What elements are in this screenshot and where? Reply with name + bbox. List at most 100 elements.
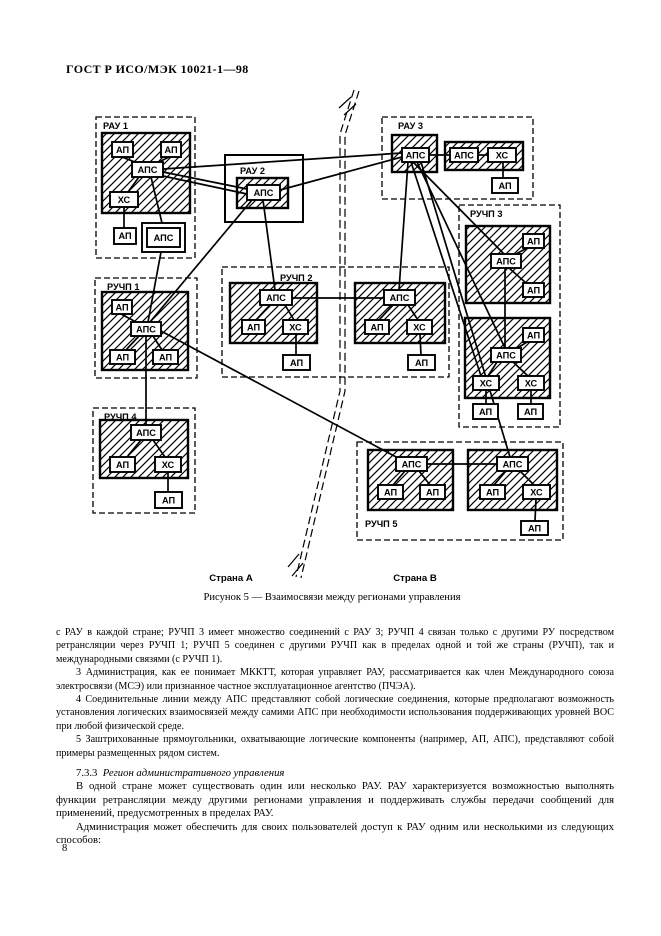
region-label-ruchp5: РУЧП 5 (365, 519, 397, 529)
connection-line (162, 175, 248, 195)
node-label: АПС (136, 428, 156, 438)
region-label-ruchp1: РУЧП 1 (107, 282, 139, 292)
connection-line (255, 304, 271, 321)
node-aps (246, 184, 281, 201)
node-label: ХС (118, 195, 131, 205)
node-aps (401, 147, 430, 163)
region-box-ruchp2 (221, 266, 450, 378)
country-label-a: Страна А (209, 573, 253, 584)
node-label: ХС (496, 151, 509, 161)
node-ap (282, 354, 311, 371)
region-label-ruchp3: РУЧП 3 (470, 209, 502, 219)
connection-line (279, 156, 403, 191)
node-label: АП (528, 524, 541, 534)
node-label: АП (116, 353, 129, 363)
doc-header: ГОСТ Р ИСО/МЭК 10021-1—98 (66, 62, 249, 76)
node-label: АПС (402, 460, 422, 470)
node-aps (395, 456, 428, 472)
section-heading: 7.3.3 Регион административного управлени… (56, 767, 614, 780)
connection-line (512, 361, 529, 377)
node-label: АП (486, 488, 499, 498)
node-ap (522, 327, 545, 343)
node-ap (109, 349, 136, 365)
section-number: 7.3.3 (76, 767, 98, 780)
connection-line (412, 161, 505, 255)
node-label: АП (415, 358, 428, 368)
node-ap (522, 282, 545, 298)
node-label: АП (524, 407, 537, 417)
country-border-line (295, 89, 355, 578)
figure-caption: Рисунок 5 — Взаимосвязи между регионами … (204, 592, 461, 603)
paragraph-1: В одной стране может существовать один и… (56, 780, 614, 820)
connection-line (534, 498, 537, 522)
connection-line (410, 161, 482, 377)
node-label: ХС (480, 379, 493, 389)
node-aps (496, 456, 529, 472)
connection-line (147, 251, 162, 323)
connection-line (398, 161, 409, 291)
node-ap (109, 456, 136, 473)
node-aps (130, 321, 162, 337)
paragraph-continuation: с РАУ в каждой стране; РУЧП 3 имеет множ… (56, 627, 614, 665)
connection-line (416, 161, 506, 349)
node-ap (479, 484, 506, 500)
node-label: АПС (503, 460, 523, 470)
note-4: 4 Соединительные линии между АПС предста… (56, 694, 614, 732)
connection-line (487, 361, 498, 377)
country-label-b: Страна В (393, 573, 437, 584)
node-xs (517, 375, 545, 391)
node-label: АП (370, 323, 383, 333)
node-ap (491, 177, 519, 194)
connection-line (127, 176, 140, 193)
node-label: АПС (254, 188, 274, 198)
connection-line (418, 470, 431, 486)
connection-line (150, 176, 163, 224)
node-xs (282, 319, 309, 335)
node-label: ХС (162, 460, 175, 470)
connection-line (120, 313, 137, 323)
node-label: АПС (136, 325, 156, 335)
node-label: АП (479, 407, 492, 417)
region-box-ruchp3 (458, 204, 561, 428)
connection-line (126, 439, 142, 458)
region-label-rau1: РАУ 1 (103, 121, 128, 131)
node-aps (449, 147, 479, 163)
region-label-ruchp2: РУЧП 2 (280, 273, 312, 283)
border-break-mark (338, 96, 357, 116)
region-box-ruchp5 (356, 441, 564, 541)
border-break-mark (287, 553, 304, 577)
node-label: АПС (496, 351, 516, 361)
node-label: АП (527, 286, 540, 296)
paragraph-2: Администрация может обеспечить для своих… (56, 820, 614, 847)
connection-line (519, 470, 535, 486)
region-box-ruchp4 (92, 407, 196, 514)
node-ap (517, 403, 544, 420)
node-label: АПС (496, 257, 516, 267)
node-label: ХС (530, 488, 543, 498)
node-label: АПС (154, 233, 174, 243)
note-5: 5 Заштрихованные прямоугольники, охватыв… (56, 734, 614, 759)
connection-line (125, 335, 140, 351)
body-text: с РАУ в каждой стране; РУЧП 3 имеет множ… (56, 626, 614, 848)
connection-line (392, 470, 406, 486)
node-ap (364, 319, 390, 335)
node-aps (383, 289, 416, 306)
country-border-line (300, 90, 360, 579)
region-label-ruchp4: РУЧП 4 (104, 412, 137, 422)
node-ap (111, 141, 134, 158)
node-label: АП (247, 323, 260, 333)
node-xs (522, 484, 551, 500)
connection-line (162, 152, 403, 170)
page-number: 8 (62, 843, 68, 854)
connection-line (419, 333, 422, 356)
node-ap (113, 227, 137, 245)
node-label: АП (116, 460, 129, 470)
region-label-rau2: РАУ 2 (240, 166, 265, 176)
connection-line (152, 335, 163, 351)
connection-line (493, 470, 507, 486)
node-aps (130, 424, 162, 441)
node-xs (109, 191, 139, 208)
connection-line (284, 304, 295, 321)
node-label: АП (115, 303, 128, 313)
